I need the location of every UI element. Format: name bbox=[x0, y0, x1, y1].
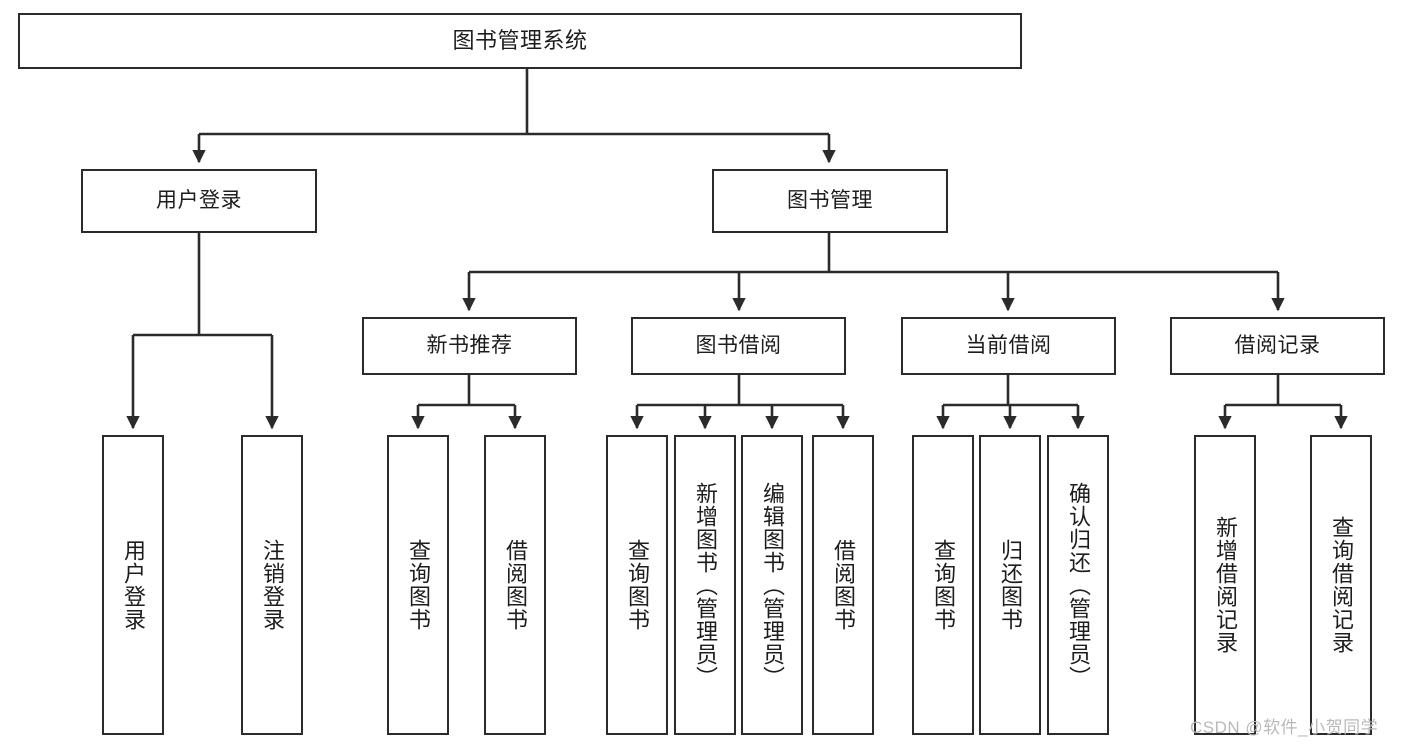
node-label: 查询图书 bbox=[624, 539, 650, 631]
node-label: 查询图书 bbox=[405, 539, 431, 631]
leaf-query-book-current[interactable]: 查询图书 bbox=[912, 435, 974, 735]
node-label: 查询借阅记录 bbox=[1328, 516, 1354, 654]
node-label: 用户登录 bbox=[156, 188, 242, 212]
node-label: 编辑图书（管理员） bbox=[759, 481, 785, 689]
leaf-query-book-recommend[interactable]: 查询图书 bbox=[387, 435, 449, 735]
node-label: 新增借阅记录 bbox=[1212, 516, 1238, 654]
node-book-borrow[interactable]: 图书借阅 bbox=[631, 317, 846, 375]
node-label: 查询图书 bbox=[930, 539, 956, 631]
node-label: 新增图书（管理员） bbox=[692, 481, 718, 689]
node-label: 图书管理 bbox=[787, 188, 873, 212]
node-label: 借阅图书 bbox=[502, 539, 528, 631]
node-borrow-record[interactable]: 借阅记录 bbox=[1170, 317, 1385, 375]
leaf-logout[interactable]: 注销登录 bbox=[241, 435, 303, 735]
node-label: 归还图书 bbox=[997, 539, 1023, 631]
leaf-user-login[interactable]: 用户登录 bbox=[102, 435, 164, 735]
node-new-book-recommend[interactable]: 新书推荐 bbox=[362, 317, 577, 375]
leaf-confirm-return-admin[interactable]: 确认归还（管理员） bbox=[1047, 435, 1109, 735]
node-user-login[interactable]: 用户登录 bbox=[81, 169, 317, 233]
node-label: 确认归还（管理员） bbox=[1065, 481, 1091, 689]
node-label: 借阅记录 bbox=[1234, 333, 1321, 357]
node-label: 借阅图书 bbox=[830, 539, 856, 631]
node-label: 注销登录 bbox=[259, 539, 285, 631]
leaf-add-borrow-record[interactable]: 新增借阅记录 bbox=[1194, 435, 1256, 735]
node-label: 用户登录 bbox=[120, 539, 146, 631]
node-label: 图书借阅 bbox=[695, 333, 782, 357]
leaf-return-book[interactable]: 归还图书 bbox=[979, 435, 1041, 735]
leaf-borrow-book[interactable]: 借阅图书 bbox=[812, 435, 874, 735]
watermark: CSDN @软件_小贺同学 bbox=[1190, 718, 1379, 737]
node-root-system[interactable]: 图书管理系统 bbox=[18, 13, 1022, 69]
node-current-borrow[interactable]: 当前借阅 bbox=[901, 317, 1116, 375]
node-label: 当前借阅 bbox=[965, 333, 1052, 357]
node-label: 图书管理系统 bbox=[452, 28, 588, 54]
leaf-add-book-admin[interactable]: 新增图书（管理员） bbox=[674, 435, 736, 735]
leaf-query-book-borrow[interactable]: 查询图书 bbox=[606, 435, 668, 735]
node-label: 新书推荐 bbox=[426, 333, 513, 357]
leaf-edit-book-admin[interactable]: 编辑图书（管理员） bbox=[741, 435, 803, 735]
leaf-borrow-book-recommend[interactable]: 借阅图书 bbox=[484, 435, 546, 735]
node-book-management[interactable]: 图书管理 bbox=[712, 169, 948, 233]
leaf-query-borrow-record[interactable]: 查询借阅记录 bbox=[1310, 435, 1372, 735]
